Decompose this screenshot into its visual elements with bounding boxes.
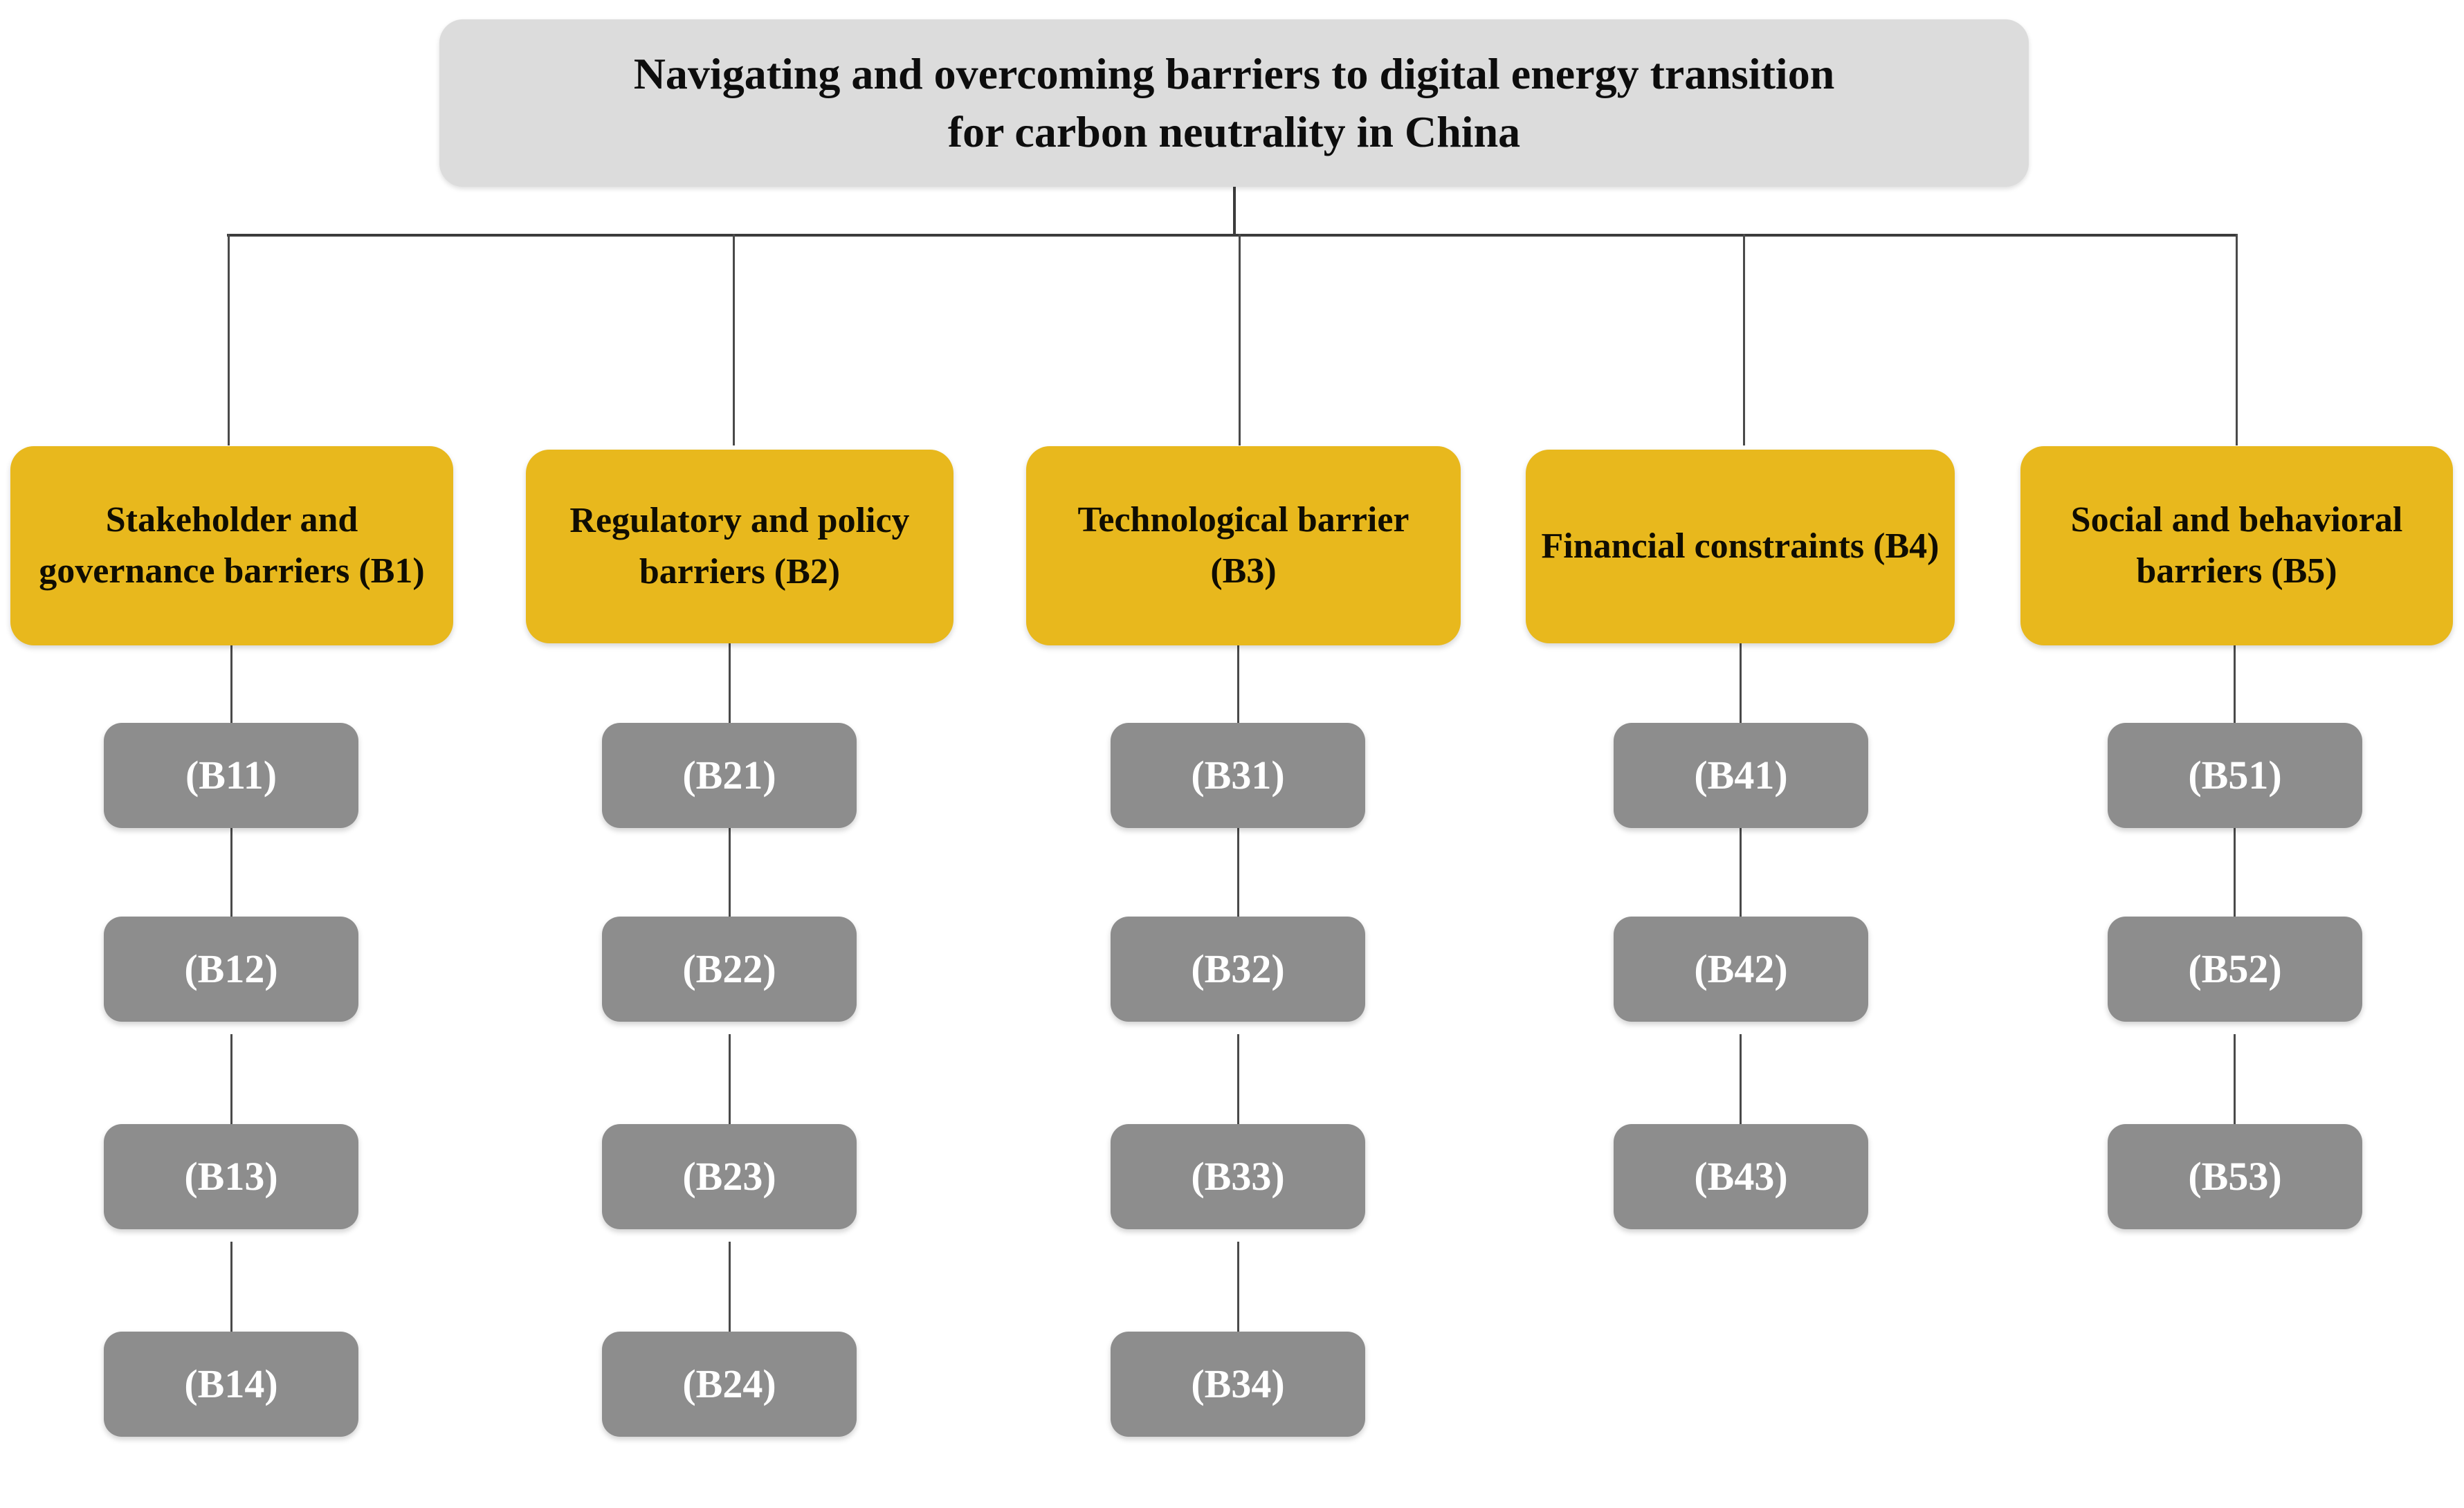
sub-node-B13[interactable]: (B13) (104, 1124, 358, 1229)
connector-B22-B23 (729, 1034, 731, 1124)
sub-node-B21[interactable]: (B21) (602, 723, 857, 828)
sub-node-B31[interactable]: (B31) (1111, 723, 1365, 828)
connector-B41-B42 (1740, 827, 1742, 917)
sub-node-B14[interactable]: (B14) (104, 1332, 358, 1437)
connector-B4-B41 (1740, 643, 1742, 733)
connector-B1-B11 (230, 643, 232, 733)
sub-node-B22[interactable]: (B22) (602, 917, 857, 1022)
sub-label-B24: (B24) (682, 1361, 776, 1406)
connector-B21-B22 (729, 827, 731, 917)
category-node-B5[interactable]: Social and behavioral barriers (B5) (2020, 446, 2453, 645)
root-title-line-2: for carbon neutrality in China (947, 107, 1521, 156)
sub-label-B42: (B42) (1694, 946, 1788, 991)
sub-node-B32[interactable]: (B32) (1111, 917, 1365, 1022)
category-label-B2: Regulatory and policy barriers (B2) (569, 501, 910, 591)
sub-node-B12[interactable]: (B12) (104, 917, 358, 1022)
sub-label-B53: (B53) (2188, 1154, 2282, 1199)
connector-bus-to-B3 (1239, 234, 1241, 445)
sub-label-B32: (B32) (1191, 946, 1285, 991)
connector-bus-to-B1 (228, 234, 230, 445)
category-label-B1: Stakeholder and governance barriers (B1) (39, 500, 425, 591)
category-node-B4[interactable]: Financial constraints (B4) (1526, 450, 1955, 643)
connector-B51-B52 (2234, 827, 2236, 917)
category-node-B2[interactable]: Regulatory and policy barriers (B2) (526, 450, 953, 643)
connector-B13-B14 (230, 1242, 232, 1332)
sub-label-B43: (B43) (1694, 1154, 1788, 1199)
connector-B52-B53 (2234, 1034, 2236, 1124)
connector-B31-B32 (1237, 827, 1239, 917)
connector-B33-B34 (1237, 1242, 1239, 1332)
sub-node-B34[interactable]: (B34) (1111, 1332, 1365, 1437)
category-node-B3[interactable]: Technological barrier (B3) (1026, 446, 1461, 645)
sub-node-B53[interactable]: (B53) (2108, 1124, 2362, 1229)
connector-B12-B13 (230, 1034, 232, 1124)
sub-label-B12: (B12) (184, 946, 278, 991)
category-label-B5: Social and behavioral barriers (B5) (2070, 500, 2403, 591)
sub-label-B52: (B52) (2188, 946, 2282, 991)
sub-label-B11: (B11) (185, 753, 277, 798)
connector-B23-B24 (729, 1242, 731, 1332)
sub-node-B41[interactable]: (B41) (1614, 723, 1868, 828)
connector-B3-B31 (1237, 643, 1239, 733)
connector-bus-to-B2 (733, 234, 735, 445)
connector-B42-B43 (1740, 1034, 1742, 1124)
sub-label-B14: (B14) (184, 1361, 278, 1406)
connector-B2-B21 (729, 643, 731, 733)
category-label-B3: Technological barrier (B3) (1077, 500, 1409, 591)
category-label-B4: Financial constraints (B4) (1541, 526, 1940, 567)
connector-B5-B51 (2234, 643, 2236, 733)
sub-node-B11[interactable]: (B11) (104, 723, 358, 828)
sub-label-B23: (B23) (682, 1154, 776, 1199)
sub-label-B21: (B21) (682, 753, 776, 798)
root-title-line-1: Navigating and overcoming barriers to di… (633, 48, 1835, 98)
connector-root-stem (1233, 185, 1236, 237)
root-node-title[interactable]: Navigating and overcoming barriers to di… (439, 19, 2029, 187)
connector-B11-B12 (230, 827, 232, 917)
sub-node-B24[interactable]: (B24) (602, 1332, 857, 1437)
sub-node-B23[interactable]: (B23) (602, 1124, 857, 1229)
sub-label-B51: (B51) (2188, 753, 2282, 798)
sub-label-B31: (B31) (1191, 753, 1285, 798)
sub-label-B41: (B41) (1694, 753, 1788, 798)
connector-bus-to-B5 (2236, 234, 2238, 445)
connector-bus-to-B4 (1743, 234, 1745, 445)
sub-node-B33[interactable]: (B33) (1111, 1124, 1365, 1229)
sub-node-B42[interactable]: (B42) (1614, 917, 1868, 1022)
sub-label-B22: (B22) (682, 946, 776, 991)
sub-node-B52[interactable]: (B52) (2108, 917, 2362, 1022)
sub-label-B34: (B34) (1191, 1361, 1285, 1406)
connector-B32-B33 (1237, 1034, 1239, 1124)
sub-label-B13: (B13) (184, 1154, 278, 1199)
sub-node-B51[interactable]: (B51) (2108, 723, 2362, 828)
sub-node-B43[interactable]: (B43) (1614, 1124, 1868, 1229)
category-node-B1[interactable]: Stakeholder and governance barriers (B1) (10, 446, 453, 645)
sub-label-B33: (B33) (1191, 1154, 1285, 1199)
connector-bus (227, 234, 2238, 237)
